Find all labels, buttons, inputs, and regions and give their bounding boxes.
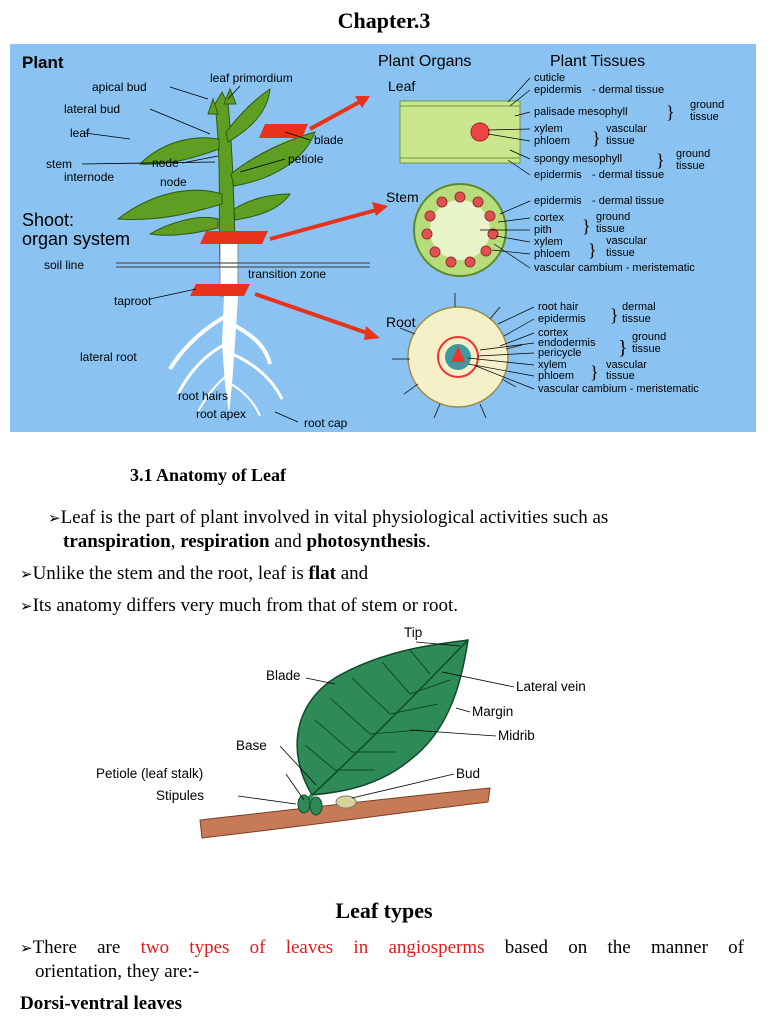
- bullet-arrow-icon: ➢: [20, 565, 33, 583]
- label-stem-vascular-b: tissue: [606, 247, 635, 259]
- label-leaf: leaf: [70, 126, 90, 140]
- bullet-arrow-icon: ➢: [20, 939, 33, 957]
- label-root-pericycle: pericycle: [538, 347, 581, 359]
- label-stem-dermal: - dermal tissue: [592, 195, 664, 207]
- label-stem-cambium: vascular cambium - meristematic: [534, 262, 695, 274]
- svg-text:}: }: [610, 305, 619, 325]
- label-root-ground-b: tissue: [632, 343, 661, 355]
- label-leaf-ground-2a: ground: [676, 148, 710, 160]
- label-organ-system: organ system: [22, 229, 130, 249]
- label-root-vascular-b: tissue: [606, 370, 635, 382]
- label-base: Base: [236, 738, 267, 753]
- label-root-cambium: vascular cambium - meristematic: [538, 383, 699, 395]
- label-root-xylem: xylem: [538, 359, 567, 371]
- label-stem-vascular-a: vascular: [606, 235, 647, 247]
- section-title: 3.1 Anatomy of Leaf: [130, 465, 286, 485]
- label-stem-ground-b: tissue: [596, 223, 625, 235]
- label-taproot: taproot: [114, 294, 152, 308]
- bullet-3: ➢Its anatomy differs very much from that…: [20, 595, 459, 616]
- label-root-dermal-b: tissue: [622, 313, 651, 325]
- label-root-cap: root cap: [304, 416, 348, 430]
- label-leaf-ground-1a: ground: [690, 99, 724, 111]
- dorsi-ventral-title: Dorsi-ventral leaves: [20, 993, 182, 1014]
- label-midrib: Midrib: [498, 728, 535, 743]
- label-transition-zone: transition zone: [248, 267, 326, 281]
- label-stem: stem: [46, 157, 72, 171]
- svg-text:}: }: [582, 216, 591, 236]
- label-organ-root: Root: [386, 314, 416, 330]
- svg-text:}: }: [656, 150, 665, 170]
- label-spongy: spongy mesophyll: [534, 153, 622, 165]
- bullet-2: ➢Unlike the stem and the root, leaf is f…: [20, 563, 369, 584]
- label-root-phloem: phloem: [538, 370, 574, 382]
- chapter-title: Chapter.3: [337, 8, 431, 33]
- label-palisade: palisade mesophyll: [534, 106, 628, 118]
- svg-text:}: }: [588, 240, 597, 260]
- label-leaf-cuticle: cuticle: [534, 72, 565, 84]
- label-root-epidermis: epidermis: [538, 313, 586, 325]
- bullet-1-line-2: transpiration, respiration and photosynt…: [63, 531, 431, 552]
- label-lateral-root: lateral root: [80, 350, 137, 364]
- label-plant: Plant: [22, 53, 64, 72]
- label-blade: blade: [314, 133, 344, 147]
- label-leaf-epidermis-top: epidermis: [534, 84, 582, 96]
- label-stem-xylem: xylem: [534, 236, 563, 248]
- label-root-cortex: cortex: [538, 327, 568, 339]
- label-leaf-dermal-top: - dermal tissue: [592, 84, 664, 96]
- label-stem-pith: pith: [534, 224, 552, 236]
- label-root-hairs: root hairs: [178, 389, 228, 403]
- svg-text:}: }: [666, 102, 675, 122]
- label-leaf-dermal-bottom: - dermal tissue: [592, 169, 664, 181]
- label-stem-ground-a: ground: [596, 211, 630, 223]
- label-organ-leaf: Leaf: [388, 78, 415, 94]
- leaf-types-title: Leaf types: [335, 898, 433, 923]
- label-root-endodermis: endodermis: [538, 337, 596, 349]
- label-stipules: Stipules: [156, 788, 204, 803]
- label-leaf-epidermis-bottom: epidermis: [534, 169, 582, 181]
- label-root-apex: root apex: [196, 407, 246, 421]
- bullet-arrow-icon: ➢: [48, 509, 61, 527]
- label-organ-stem: Stem: [386, 189, 419, 205]
- label-leaf-vascular-a: vascular: [606, 123, 647, 135]
- label-internode: internode: [64, 170, 114, 184]
- label-blade: Blade: [266, 668, 301, 683]
- svg-text:}: }: [590, 362, 599, 382]
- label-plant-organs: Plant Organs: [378, 53, 471, 70]
- label-leaf-vascular-b: tissue: [606, 135, 635, 147]
- label-shoot: Shoot:: [22, 210, 74, 230]
- plant-organs-diagram: Plant Plant Organs Plant Tissues Shoot: …: [10, 44, 756, 432]
- svg-text:}: }: [618, 337, 628, 359]
- label-stem-epidermis: epidermis: [534, 195, 582, 207]
- label-root-dermal-a: dermal: [622, 301, 656, 313]
- label-root-vascular-a: vascular: [606, 359, 647, 371]
- label-stem-phloem: phloem: [534, 248, 570, 260]
- leaf-parts-diagram: Tip Blade Lateral vein Margin Midrib Bas…: [96, 625, 586, 839]
- label-bud: Bud: [456, 766, 480, 781]
- label-margin: Margin: [472, 704, 513, 719]
- label-tip: Tip: [404, 625, 422, 640]
- label-leaf-primordium: leaf primordium: [210, 71, 293, 85]
- leaf-types-paragraph: ➢There are two types of leaves in angios…: [20, 937, 744, 958]
- label-stem-cortex: cortex: [534, 212, 564, 224]
- label-petiole: Petiole (leaf stalk): [96, 766, 203, 781]
- label-apical-bud: apical bud: [92, 80, 147, 94]
- label-leaf-ground-2b: tissue: [676, 160, 705, 172]
- label-leaf-phloem: phloem: [534, 135, 570, 147]
- svg-text:}: }: [592, 128, 601, 148]
- label-soil-line: soil line: [44, 258, 84, 272]
- leaf-types-line-2: orientation, they are:-: [35, 961, 200, 982]
- bullet-arrow-icon: ➢: [20, 597, 33, 615]
- label-petiole: petiole: [288, 152, 324, 166]
- label-plant-tissues: Plant Tissues: [550, 53, 645, 70]
- label-lateral-bud: lateral bud: [64, 102, 120, 116]
- label-leaf-ground-1b: tissue: [690, 111, 719, 123]
- label-root-ground-a: ground: [632, 331, 666, 343]
- label-root-hair: root hair: [538, 301, 579, 313]
- label-leaf-xylem: xylem: [534, 123, 563, 135]
- label-lateral-vein: Lateral vein: [516, 679, 586, 694]
- label-node-2: node: [160, 175, 187, 189]
- bullet-1: ➢Leaf is the part of plant involved in v…: [48, 507, 609, 528]
